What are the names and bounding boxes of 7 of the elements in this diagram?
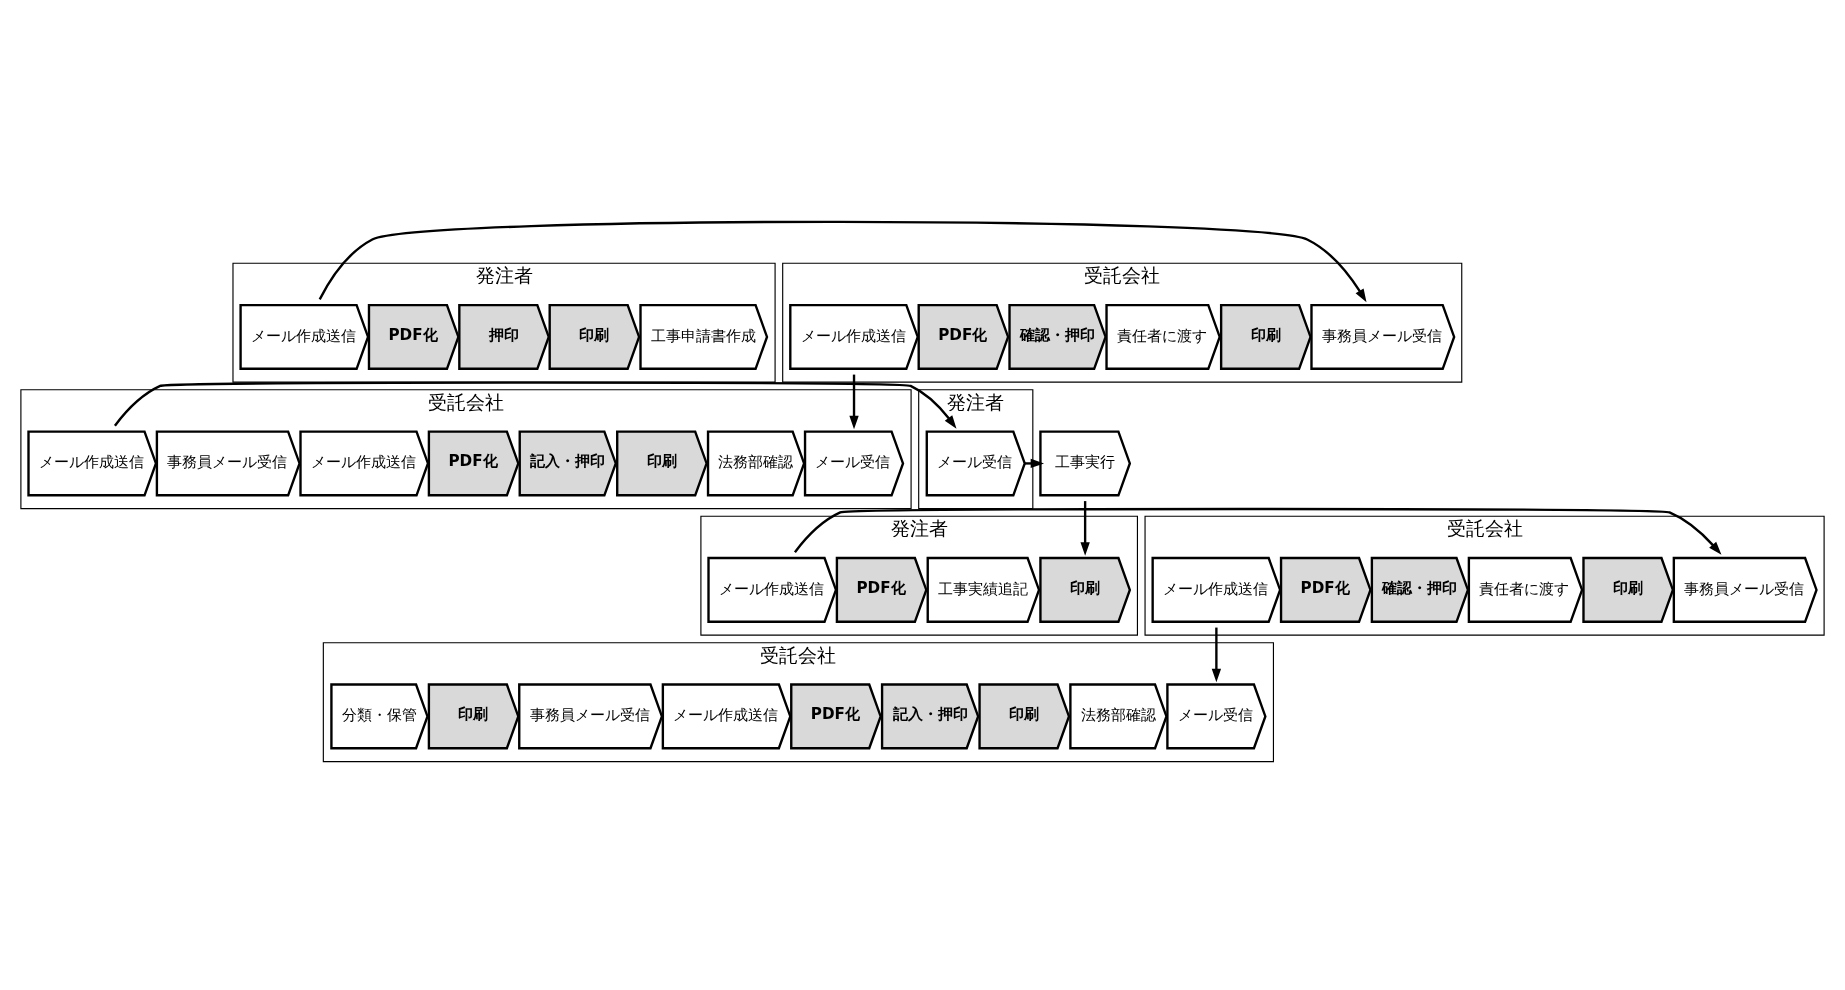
arrow bbox=[318, 220, 1367, 302]
arrow bbox=[849, 374, 859, 429]
arrow bbox=[1211, 627, 1222, 682]
arrow bbox=[1024, 458, 1044, 468]
arrow bbox=[114, 380, 957, 429]
arrow bbox=[794, 507, 1722, 555]
arrow bbox=[1080, 500, 1090, 556]
